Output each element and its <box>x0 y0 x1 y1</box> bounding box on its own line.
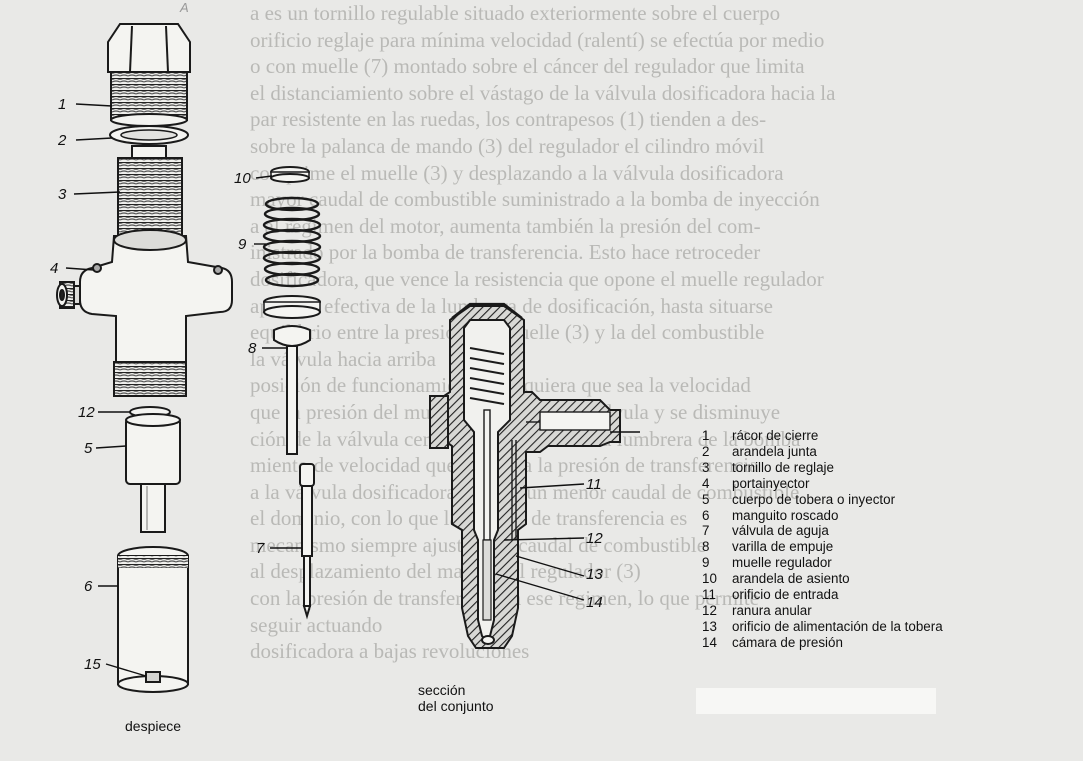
callout-9: 9 <box>238 236 247 253</box>
legend-label: portainyector <box>732 475 810 491</box>
legend-label: varilla de empuje <box>732 539 834 555</box>
legend-number: 14 <box>702 634 717 650</box>
exploded-callout-lines <box>65 103 302 677</box>
section-callout-lines <box>495 431 640 601</box>
legend-item: 11 orificio de entrada <box>702 587 943 603</box>
callout-12-exploded: 12 <box>78 404 95 421</box>
legend-label: manguito roscado <box>732 507 839 523</box>
legend-label: válvula de aguja <box>732 523 829 539</box>
caption-section-line2: del conjunto <box>418 698 494 714</box>
legend-label: cámara de presión <box>732 634 843 650</box>
white-patch <box>696 688 936 714</box>
legend-label: muelle regulador <box>732 555 832 571</box>
legend-item: 3 tornillo de reglaje <box>702 460 943 476</box>
legend-number: 8 <box>702 539 710 555</box>
upper-tube <box>131 145 167 159</box>
background-text-line: seguir actuando <box>250 612 383 637</box>
legend-number: 3 <box>702 459 710 475</box>
background-text-line: la válvula hacia arriba <box>250 346 436 371</box>
legend-number: 6 <box>702 507 710 523</box>
exploded-view <box>56 23 322 693</box>
legend-number: 10 <box>702 571 717 587</box>
legend-number: 12 <box>702 602 717 618</box>
injector-holder <box>56 229 233 397</box>
background-text-line: el distanciamiento sobre el vástago de l… <box>250 80 836 105</box>
legend-item: 8 varilla de empuje <box>702 539 943 555</box>
legend-item: 9 muelle regulador <box>702 555 943 571</box>
background-text-line: a al régimen del motor, aumenta también … <box>250 213 761 238</box>
callout-15: 15 <box>84 656 101 673</box>
background-text-line: inistrado por la bomba de transferencia.… <box>250 240 761 265</box>
corner-mark: A <box>180 0 189 15</box>
seal-washer-hole <box>120 129 178 141</box>
legend-item: 10 arandela de asiento <box>702 571 943 587</box>
push-rod <box>273 325 311 455</box>
legend-label: cuerpo de tobera o inyector <box>732 491 896 507</box>
callout-2: 2 <box>58 132 67 149</box>
legend-item: 2 arandela junta <box>702 444 943 460</box>
callout-3: 3 <box>58 186 67 203</box>
section-spring <box>469 347 505 405</box>
background-text-line: sobre la palanca de mando (3) del regula… <box>250 133 765 158</box>
legend-number: 4 <box>702 475 710 491</box>
legend-label: arandela de asiento <box>732 571 850 587</box>
legend-number: 2 <box>702 443 710 459</box>
legend-item: 4 portainyector <box>702 476 943 492</box>
callout-6: 6 <box>84 578 93 595</box>
nozzle-body <box>125 413 181 533</box>
section-view <box>429 302 621 649</box>
regulator-spring <box>262 196 322 288</box>
background-text-line: orificio reglaje para mínima velocidad (… <box>250 27 825 52</box>
legend-label: ranura anular <box>732 602 812 618</box>
callout-8: 8 <box>248 340 257 357</box>
caption-exploded: despiece <box>125 718 182 734</box>
legend-item: 5 cuerpo de tobera o inyector <box>702 492 943 508</box>
callout-1: 1 <box>58 96 67 113</box>
threaded-sleeve <box>117 546 189 693</box>
union-nut <box>107 23 191 127</box>
background-text-line: o con muelle (7) montado sobre el cáncer… <box>250 54 805 79</box>
legend-number: 5 <box>702 491 710 507</box>
legend-number: 1 <box>702 428 710 443</box>
legend-item: 1 rácor de cierre <box>702 428 943 444</box>
legend-label: orificio de entrada <box>732 587 839 603</box>
legend-label: orificio de alimentación de la tobera <box>732 618 943 634</box>
legend-number: 7 <box>702 523 710 539</box>
callout-11: 11 <box>586 476 602 493</box>
callout-5: 5 <box>84 440 93 457</box>
background-text-line: par resistente en las ruedas, los contra… <box>250 107 767 132</box>
legend-item: 12 ranura anular <box>702 603 943 619</box>
legend-label: arandela junta <box>732 443 817 459</box>
background-text-line: a es un tornillo regulable situado exter… <box>250 1 781 25</box>
callout-10: 10 <box>234 170 251 187</box>
background-text-line: mayor caudal de combustible suministrado… <box>250 187 820 212</box>
callout-13: 13 <box>586 566 603 583</box>
background-text-line: dosificadora, que vence la resistencia q… <box>250 266 824 291</box>
background-text-line: al desplazamiento del mando del regulado… <box>250 559 641 584</box>
background-text-line: comprime el muelle (3) y desplazando a l… <box>250 160 784 185</box>
legend-number: 13 <box>702 618 717 634</box>
legend-item: 13 orificio de alimentación de la tobera <box>702 619 943 635</box>
legend: 1 rácor de cierre 2 arandela junta 3 tornillo… <box>702 428 943 651</box>
legend-number: 9 <box>702 555 710 571</box>
legend-item: 14 cámara de presión <box>702 635 943 651</box>
needle-valve <box>299 463 315 620</box>
callout-14: 14 <box>586 594 603 611</box>
legend-label: tornillo de reglaje <box>732 459 834 475</box>
legend-item: 6 manguito roscado <box>702 508 943 524</box>
legend-label: rácor de cierre <box>732 428 819 443</box>
legend-item: 7 válvula de aguja <box>702 523 943 539</box>
callout-4: 4 <box>50 260 59 277</box>
adjusting-screw <box>117 157 183 237</box>
callout-7: 7 <box>256 540 265 557</box>
caption-section-line1: sección <box>418 682 466 698</box>
callout-12: 12 <box>586 530 603 547</box>
legend-number: 11 <box>702 587 716 603</box>
